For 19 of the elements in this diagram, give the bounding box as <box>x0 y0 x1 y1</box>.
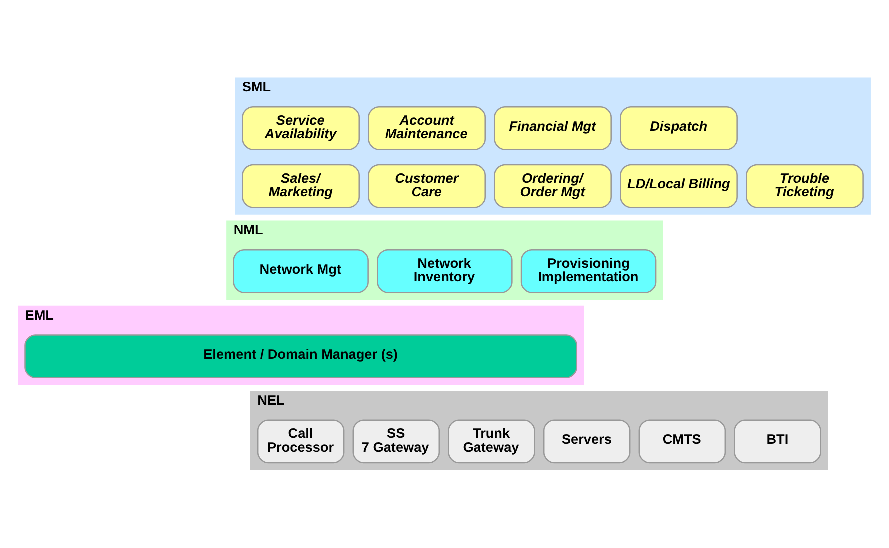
node-box: Servers <box>543 420 631 464</box>
node-box: Network Inventory <box>377 250 513 294</box>
node-box: Provisioning Implementation <box>520 250 657 294</box>
node-box: LD/Local Billing <box>620 164 738 208</box>
node-box: Customer Care <box>368 164 486 208</box>
node-box: Service Availability <box>242 106 360 150</box>
node-box: SS 7 Gateway <box>352 420 440 464</box>
node-box: Element / Domain Manager (s) <box>24 334 578 378</box>
node-box: Sales/ Marketing <box>242 164 360 208</box>
node-box: Trunk Gateway <box>448 420 536 464</box>
node-box: Financial Mgt <box>494 106 612 150</box>
node-box: BTI <box>734 420 822 464</box>
node-box: Dispatch <box>620 106 738 150</box>
node-box: Trouble Ticketing <box>746 164 864 208</box>
node-box: Ordering/ Order Mgt <box>494 164 612 208</box>
node-box: CMTS <box>638 420 726 464</box>
node-box: Network Mgt <box>233 250 369 294</box>
node-box: Call Processor <box>257 420 345 464</box>
node-box: Account Maintenance <box>368 106 486 150</box>
